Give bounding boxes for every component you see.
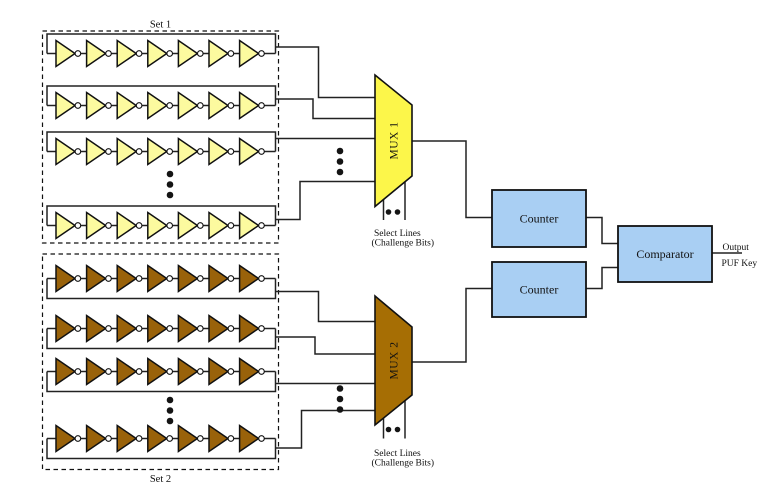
ring-oscillator-row [47,206,276,239]
mux1-shape [374,73,413,209]
mux2-shape [374,294,413,427]
set2-label: Set 2 [150,474,171,485]
wire-set1-row1-to-mux1 [275,46,375,99]
set2-boundary [41,253,280,471]
set1-more-rows-ellipsis-icon [166,170,174,199]
ring-oscillator-row [47,426,276,459]
set2-rows [47,266,276,459]
set1-label: Set 1 [150,20,171,31]
wire-counter-top-to-comparator [586,216,618,245]
wire-set2-rowN-to-mux2 [275,409,375,449]
ring-oscillator-row [47,359,276,392]
wire-set2-row1-to-mux2 [275,290,375,323]
counter-top-box [491,189,587,248]
mux1-more-inputs-ellipsis-icon [336,147,344,176]
wire-mux1-to-counter-top [412,140,492,219]
counter-bottom-label: Counter [520,283,559,297]
wire-mux2-to-counter-bottom [412,287,492,363]
set1-rows [47,34,276,239]
wire-counter-bottom-to-comparator [586,266,618,290]
mux1-select-label-line2: (Challenge Bits) [372,238,435,249]
wire-set1-rowN-to-mux1 [275,180,375,221]
ring-oscillator-row [47,86,276,119]
mux2-more-inputs-ellipsis-icon [336,385,344,413]
ring-oscillator-row [47,34,276,67]
mux1-label: MUX 1 [389,122,401,160]
mux2-select-ellipsis-icon [385,426,401,433]
ring-oscillator-row [47,132,276,165]
mux2-select-label-line2: (Challenge Bits) [372,458,435,469]
comparator-box [617,225,713,283]
set2-more-rows-ellipsis-icon [166,396,174,425]
wire-set2-row2-to-mux2 [275,336,375,355]
output-label: Output [723,243,750,253]
mux2-select-label-line1: Select Lines [374,449,421,459]
mux2-label: MUX 2 [389,342,401,380]
ring-oscillator-row [47,316,276,349]
ring-oscillator-row [47,266,276,299]
comparator-label: Comparator [636,247,693,261]
wire-set1-row2-to-mux1 [275,98,375,120]
mux1-select-label-line1: Select Lines [374,229,421,239]
mux1-select-ellipsis-icon [385,209,401,215]
counter-bottom-box [491,261,587,318]
puf-key-label: PUF Key [722,259,758,269]
counter-top-label: Counter [520,212,559,226]
